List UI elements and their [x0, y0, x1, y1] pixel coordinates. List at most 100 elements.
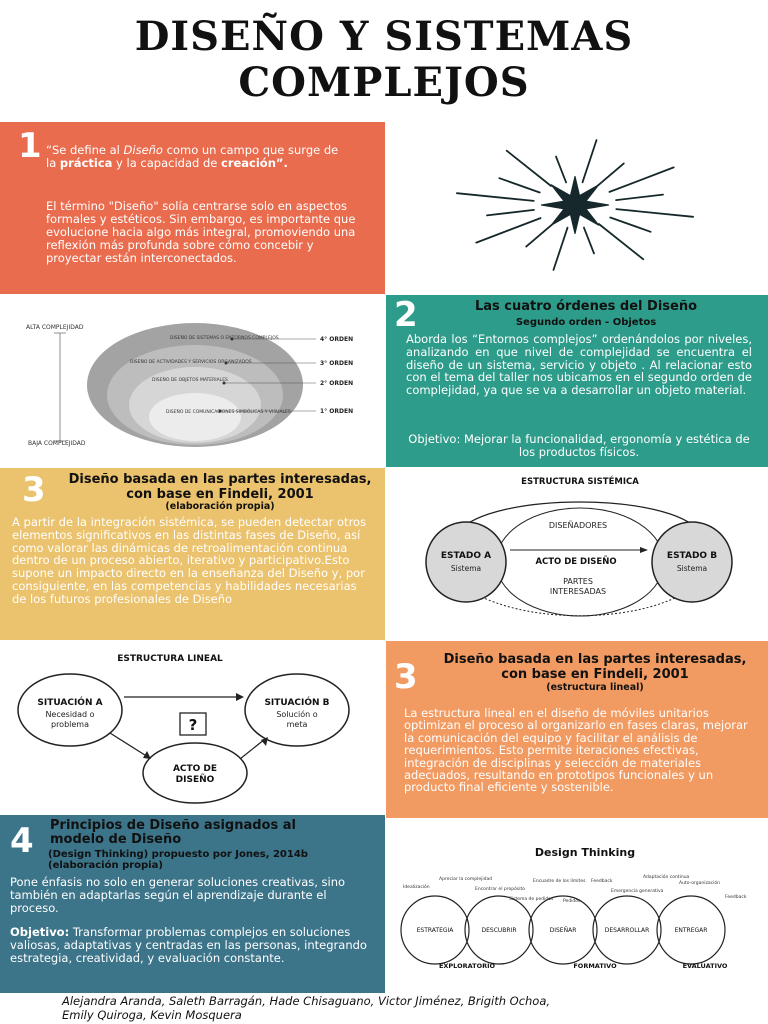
linear-title: ESTRUCTURA LINEAL	[117, 654, 223, 664]
section-4-paragraph: Pone énfasis no solo en generar solucion…	[10, 875, 346, 915]
star-ray	[486, 209, 535, 217]
dt-label-8: Emergencia generativa	[611, 888, 664, 894]
section-3b-panel: 3 Diseño basada en las partes interesada…	[386, 641, 768, 818]
section-2-subheading: Segundo orden - Objetos	[515, 317, 657, 328]
situation-a-line-2: problema	[51, 720, 89, 729]
quote-bold: práctica	[59, 156, 113, 170]
situation-b-line-1: Solución o	[276, 709, 317, 719]
dt-label-5: Encuadre de los límites	[533, 877, 586, 884]
authors-line-1: Alejandra Aranda, Saleth Barragán, Hade …	[62, 994, 551, 1008]
ring-1	[149, 393, 241, 441]
star-ray	[597, 223, 645, 261]
quote-bold: creación	[221, 156, 276, 170]
phase-entregar: ENTREGAR	[675, 927, 708, 934]
stage-exploratorio: EXPLORATORIO	[439, 962, 496, 970]
section-1-paragraph: El término "Diseño" solía centrarse solo…	[46, 199, 356, 265]
quote-emphasis: Diseño	[123, 143, 163, 157]
objective-label: Objetivo:	[10, 925, 70, 939]
phase-estrategia: ESTRATEGIA	[417, 927, 455, 934]
situation-b-line-2: meta	[287, 720, 308, 729]
authors-line-2: Emily Quiroga, Kevin Mosquera	[62, 1008, 242, 1022]
quote-text: y la capacidad de	[112, 156, 221, 170]
low-complexity-label: BAJA COMPLEJIDAD	[28, 440, 86, 447]
star-ray	[505, 149, 552, 187]
star-ray	[555, 155, 567, 184]
star-ray	[609, 216, 652, 233]
star-ray	[615, 193, 664, 201]
page-title: DISEÑO Y SISTEMAS COMPLEJOS	[0, 14, 768, 106]
systemic-structure-diagram: ESTRUCTURA SISTÉMICA ESTADO A Sistema ES…	[425, 475, 733, 617]
phase-desarrollar: DESARROLLAR	[605, 927, 650, 934]
stage-evaluativo: EVALUATIVO	[683, 962, 728, 970]
phase-descubrir: DESCUBRIR	[481, 927, 516, 934]
definition-quote: “Se define al Diseño como un campo que s…	[46, 144, 346, 170]
dt-label-6: Pedidos	[563, 898, 581, 904]
ring-2-label: DISEÑO DE OBJETOS MATERIALES	[152, 376, 228, 383]
star-ray	[455, 192, 535, 202]
designers-label: DISEÑADORES	[549, 520, 607, 530]
state-a-label: ESTADO A	[441, 551, 491, 561]
section-4-subheading-1: (Design Thinking) propuesto por Jones, 2…	[48, 849, 308, 860]
title-line-1: DISEÑO Y SISTEMAS	[134, 13, 634, 60]
section-4-objective: Objetivo: Transformar problemas complejo…	[10, 926, 370, 965]
section-3b-heading: Diseño basada en las partes interesadas,…	[443, 652, 747, 682]
act-line-1: ACTO DE	[173, 764, 217, 774]
section-number: 3	[22, 470, 46, 510]
section-number: 1	[18, 126, 42, 166]
order-1-label: 1° ORDEN	[320, 408, 353, 415]
section-4-heading: Principios de Diseño asignados al modelo…	[50, 818, 296, 847]
state-a-sub: Sistema	[451, 564, 481, 573]
design-thinking-diagram: Design Thinking ESTRATEGIA DESCUBRIR DIS…	[400, 846, 747, 970]
title-line-2: COMPLEJOS	[238, 59, 530, 106]
question-mark: ?	[189, 716, 198, 734]
section-4-panel: 4 Principios de Diseño asignados al mode…	[0, 815, 385, 993]
stage-formativo: FORMATIVO	[573, 962, 617, 970]
situation-a-line-1: Necesidad o	[45, 710, 94, 719]
order-4-label: 4° ORDEN	[320, 336, 353, 343]
section-3b-subheading: (estructura lineal)	[546, 682, 644, 693]
quote-bold: ”.	[275, 156, 288, 170]
section-3-heading: Diseño basada en las partes interesadas,…	[68, 472, 372, 502]
section-2-panel: 2 Las cuatro órdenes del Diseño Segundo …	[386, 295, 768, 467]
design-act-label: ACTO DE DISEÑO	[535, 556, 616, 567]
section-2-heading: Las cuatro órdenes del Diseño	[474, 299, 698, 314]
order-2-label: 2° ORDEN	[320, 380, 353, 387]
section-3b-paragraph: La estructura lineal en el diseño de móv…	[404, 706, 748, 795]
act-line-2: DISEÑO	[176, 774, 215, 785]
section-number: 3	[394, 657, 418, 697]
linear-structure-diagram: ESTRUCTURA LINEAL ? SITUACIÓN A Necesida…	[17, 654, 350, 804]
order-3-label: 3° ORDEN	[320, 360, 353, 367]
parties-label-1: PARTES	[563, 577, 593, 586]
dt-label-3: Encontrar el propósito	[475, 885, 525, 892]
state-b-label: ESTADO B	[667, 551, 717, 561]
high-complexity-label: ALTA COMPLEJIDAD	[26, 324, 84, 331]
star-ray	[581, 139, 598, 184]
dt-label-7: Feedback	[591, 878, 613, 884]
star-burst-icon	[455, 139, 695, 271]
objective-text: Transformar problemas complejos en soluc…	[10, 925, 367, 965]
star-ray	[552, 226, 569, 271]
ring-1-label: DISEÑO DE COMUNICACIONES SIMBÓLICAS Y VI…	[166, 408, 291, 415]
ring-3-label: DISEÑO DE ACTIVIDADES Y SERVICIOS ORGANI…	[130, 358, 252, 365]
dt-label-9: Adaptación continua	[643, 873, 690, 880]
systemic-title: ESTRUCTURA SISTÉMICA	[521, 475, 639, 487]
star-ray	[475, 217, 542, 244]
orders-diagram: ALTA COMPLEJIDAD BAJA COMPLEJIDAD DISEÑO…	[26, 323, 353, 447]
design-thinking-title: Design Thinking	[535, 846, 635, 859]
section-2-objective: Objetivo: Mejorar la funcionalidad, ergo…	[408, 432, 750, 459]
section-2-paragraph: Aborda los “Entornos complejos” ordenánd…	[406, 332, 752, 398]
section-number: 4	[10, 821, 34, 861]
star-ray	[498, 177, 541, 194]
star-ray	[525, 223, 554, 248]
star-ray	[596, 162, 625, 187]
section-4-subheading-2: (elaboración propia)	[48, 860, 163, 871]
quote-text: como un campo que surge de la	[46, 143, 339, 170]
section-number: 2	[394, 295, 418, 335]
parties-label-2: INTERESADAS	[550, 587, 606, 596]
authors: Alejandra Aranda, Saleth Barragán, Hade …	[62, 994, 742, 1022]
star-core	[540, 175, 610, 235]
section-3-paragraph: A partir de la integración sistémica, se…	[12, 515, 367, 606]
ring-4-label: DISEÑO DE SISTEMAS O ENTORNOS COMPLEJOS	[170, 334, 279, 341]
phase-disenar: DISEÑAR	[550, 927, 577, 934]
quote-text: “Se define al	[46, 143, 124, 157]
